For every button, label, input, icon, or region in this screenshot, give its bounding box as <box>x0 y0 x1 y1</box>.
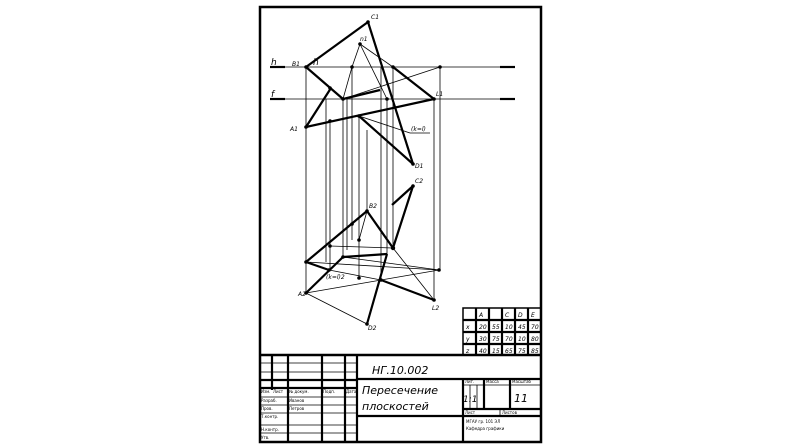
coord-table-cell: A <box>478 312 483 319</box>
doc-number: НГ.10.002 <box>372 364 428 377</box>
coord-table-cell: 70 <box>505 336 513 343</box>
scale-value: 1:1 <box>463 395 477 405</box>
front-projection <box>304 20 442 166</box>
point-label: L1 <box>436 91 443 98</box>
label-list: Лист <box>273 389 284 394</box>
header-scale: Масштаб <box>512 379 532 384</box>
coord-table <box>462 307 542 356</box>
projection-lines <box>305 67 441 300</box>
coord-table-cell: 30 <box>479 336 487 343</box>
coord-table-cell: E <box>531 312 535 319</box>
coord-table-cell: 75 <box>492 336 500 343</box>
coord-table-cell: 20 <box>479 324 487 331</box>
name-checker: Петров <box>289 406 305 411</box>
point-label: n1 <box>360 36 368 43</box>
point-label: (k=l)2 <box>326 274 345 281</box>
coord-table-cell: 80 <box>531 336 539 343</box>
line-label-h2: h <box>313 58 319 68</box>
coord-table-cell: 70 <box>531 324 539 331</box>
sheet-frame <box>258 5 543 444</box>
coord-table-cell: 15 <box>492 348 500 355</box>
coord-table-cell: 10 <box>518 336 526 343</box>
point-label: A1 <box>289 126 298 133</box>
coord-table-cell: C <box>505 312 510 319</box>
coord-table-cell: y <box>465 336 470 343</box>
point-label: D1 <box>415 163 423 170</box>
coord-table-cell: 75 <box>518 348 526 355</box>
top-projection <box>304 184 441 326</box>
point-label: C1 <box>371 14 379 21</box>
line-label-f: f <box>271 90 276 100</box>
header-sheets: Листов <box>502 410 518 415</box>
point-label: A2 <box>297 291 306 298</box>
name-developer: Иванов <box>289 398 305 403</box>
title-line1: Пересечение <box>362 384 438 397</box>
label-approved: Утв. <box>261 435 269 440</box>
point-label: B2 <box>369 203 377 210</box>
point-label: B1 <box>292 61 300 68</box>
org2: Кафедра графики <box>466 426 505 431</box>
label-izm: Изм. <box>261 389 270 394</box>
coord-table-cell: 85 <box>531 348 539 355</box>
coord-table-cell: 10 <box>505 324 513 331</box>
header-mass: Масса <box>486 379 499 384</box>
label-ncontrol: Н.контр. <box>261 427 279 432</box>
point-label: (k=l) <box>411 126 426 133</box>
title-block <box>260 353 541 442</box>
header-sheet: Лист <box>465 410 476 415</box>
label-sign: Подп. <box>323 389 335 394</box>
coord-table-cell: 40 <box>479 348 487 355</box>
coord-table-cell: 55 <box>492 324 500 331</box>
label-doc: № докум. <box>289 389 309 394</box>
title-line2: плоскостей <box>362 400 429 413</box>
coord-table-cell: 65 <box>505 348 513 355</box>
header-lit: Лит. <box>465 379 474 384</box>
line-label-h: h <box>271 58 277 68</box>
label-tcontrol: Т.контр. <box>260 414 278 419</box>
label-developed: Разраб. <box>261 398 277 403</box>
coord-table-cell: 45 <box>518 324 526 331</box>
label-checked: Пров. <box>261 406 273 411</box>
label-date: Дата <box>346 389 357 394</box>
coord-table-cell: z <box>465 348 470 355</box>
point-label: D2 <box>368 325 377 332</box>
org: МГАУ гр. 101 ЭЛ <box>466 419 500 424</box>
sheet-value: 11 <box>514 392 528 405</box>
coord-table-cells: A C D Ex 20 55 10 45 70 y 30 75 70 10 80 z 40 15 65 75 85 <box>465 312 539 355</box>
point-label: C2 <box>415 178 423 185</box>
point-label: L2 <box>432 305 439 312</box>
coord-table-cell: x <box>465 324 470 331</box>
coord-table-cell: D <box>518 312 523 319</box>
